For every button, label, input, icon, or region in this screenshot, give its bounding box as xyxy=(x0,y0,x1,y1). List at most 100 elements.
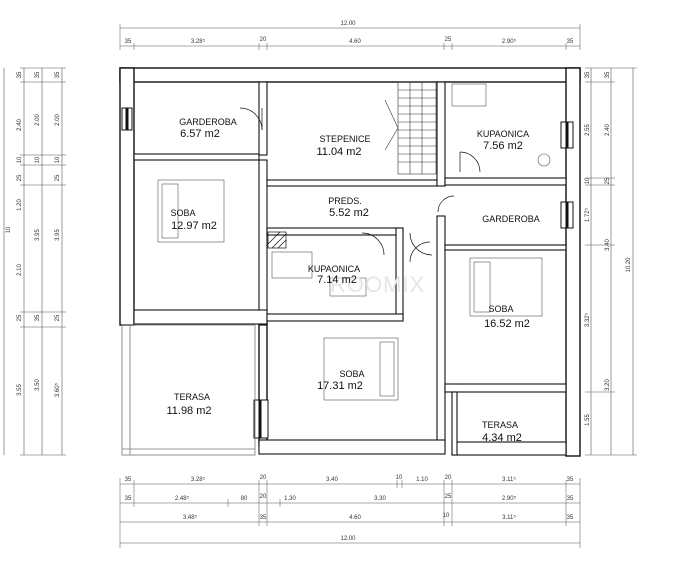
dim: 2.90⁵ xyxy=(502,495,517,502)
room-area-soba-right: 16.52 m2 xyxy=(484,318,530,330)
dim: 25 xyxy=(17,174,23,181)
dim: 4.60 xyxy=(349,515,361,521)
beds xyxy=(157,179,543,401)
watermark-text: ROOMIX xyxy=(330,272,425,297)
dim: 1.10 xyxy=(416,477,428,483)
dim: 10 xyxy=(35,156,41,163)
interior-walls xyxy=(133,81,567,456)
room-name-garderoba-right: GARDEROBA xyxy=(482,214,540,224)
dim: 2.40 xyxy=(17,119,23,131)
room-area-garderoba-top: 6.57 m2 xyxy=(180,128,220,140)
dim: 3.55 xyxy=(17,384,23,396)
room-area-soba-center: 17.31 m2 xyxy=(317,380,363,392)
dim: 35 xyxy=(605,71,611,78)
dim: 35 xyxy=(125,496,132,502)
dim: 35 xyxy=(567,39,574,45)
dim: 25 xyxy=(17,314,23,321)
dim: 25 xyxy=(445,37,452,43)
dim: 35 xyxy=(567,477,574,483)
room-name-soba-right: SOBA xyxy=(488,304,513,314)
dim: 4.60 xyxy=(349,39,361,45)
dim: 35 xyxy=(567,515,574,521)
dim: 2.10 xyxy=(17,264,23,276)
dim: 3.28⁵ xyxy=(191,476,206,483)
right-inner-dims: 35 2.55 10 1.72⁵ 3.32⁵ 1.55 xyxy=(584,71,591,426)
dim: 2.90⁵ xyxy=(502,38,517,45)
room-labels: GARDEROBA 6.57 m2 STEPENICE 11.04 m2 KUP… xyxy=(166,117,539,444)
dim: 2.48⁵ xyxy=(175,495,190,502)
dim: 20 xyxy=(260,37,267,43)
bottom-total-dim: 12.00 xyxy=(340,536,356,542)
dim: 3.95 xyxy=(35,229,41,241)
dim: 3.50 xyxy=(35,379,41,391)
dim: 3.60⁵ xyxy=(54,382,61,397)
doors xyxy=(239,107,481,263)
dim: 1.55 xyxy=(585,414,591,426)
room-area-stepenice: 11.04 m2 xyxy=(316,146,361,158)
dim: 3.32⁵ xyxy=(584,312,591,327)
dim: 2.00 xyxy=(35,114,41,126)
windows xyxy=(121,107,574,439)
bottom-row2-dims: 35 2.48⁵ 80 20 1.30 3.30 25 2.90⁵ 35 xyxy=(125,494,574,502)
bottom-row1-dims: 35 3.28⁵ 20 3.40 10 1.10 20 3.11⁵ 35 xyxy=(125,475,574,483)
right-mid-dims: 35 2.40 25 3.40 3.20 xyxy=(605,71,611,391)
left-inner-dims: 35 2.00 10 25 3.95 25 3.60⁵ xyxy=(54,71,61,397)
dim: 35 xyxy=(125,39,132,45)
bottom-dimensions xyxy=(119,478,581,548)
dim: 20 xyxy=(445,475,452,481)
dim: 20 xyxy=(260,475,267,481)
dim: 35 xyxy=(567,496,574,502)
room-area-terasa-right: 4.34 m2 xyxy=(482,432,522,444)
top-total-dim: 12.00 xyxy=(340,21,356,27)
left-dimensions xyxy=(3,67,66,456)
dim: 10 xyxy=(396,475,403,481)
dim: 3.95 xyxy=(55,229,61,241)
dim: 3.28⁵ xyxy=(191,38,206,45)
right-dimensions xyxy=(585,67,637,456)
dim: 10 xyxy=(17,156,23,163)
dim: 25 xyxy=(55,314,61,321)
dim: 3.20 xyxy=(605,379,611,391)
dim: 35 xyxy=(125,477,132,483)
room-name-soba-left: SOBA xyxy=(170,208,195,218)
dim: 25 xyxy=(605,177,611,184)
dim: 3.40 xyxy=(326,477,338,483)
top-dimensions xyxy=(119,24,581,50)
dim: 35 xyxy=(585,71,591,78)
room-area-kupaonica-top: 7.56 m2 xyxy=(483,140,523,152)
room-name-garderoba-top: GARDEROBA xyxy=(179,117,237,127)
terrace-left-outline xyxy=(121,324,256,456)
dim: 3.48⁵ xyxy=(183,514,198,521)
dim: 10 xyxy=(55,156,61,163)
dim: 1.30 xyxy=(284,496,296,502)
dim: 35 xyxy=(55,71,61,78)
dim: 35 xyxy=(35,71,41,78)
bottom-row3-dims: 3.48⁵ 35 4.60 10 3.11⁵ 35 xyxy=(183,513,574,521)
dim: 3.11⁵ xyxy=(502,514,516,521)
exterior-walls xyxy=(119,67,581,457)
room-name-terasa-left: TERASA xyxy=(174,392,210,402)
room-name-preds: PREDS. xyxy=(328,196,362,206)
dim: 1.72⁵ xyxy=(584,207,591,222)
dim: 3.11⁵ xyxy=(502,476,516,483)
dim: 2.00 xyxy=(55,114,61,126)
room-area-soba-left: 12.97 m2 xyxy=(171,220,217,232)
left-mid-dims: 35 2.00 10 3.95 35 3.50 xyxy=(35,71,41,391)
left-total-dim: 10 xyxy=(6,226,12,233)
dim: 2.55 xyxy=(585,124,591,136)
dim: 35 xyxy=(35,314,41,321)
dim: 10 xyxy=(585,177,591,184)
dim: 3.30 xyxy=(374,496,386,502)
room-name-stepenice: STEPENICE xyxy=(319,134,370,144)
right-total-dim: 10.20 xyxy=(626,257,632,273)
room-name-soba-center: SOBA xyxy=(339,369,364,379)
room-area-terasa-left: 11.98 m2 xyxy=(166,405,211,417)
dim: 2.40 xyxy=(605,124,611,136)
dim: 10 xyxy=(443,513,450,519)
room-name-kupaonica-top: KUPAONICA xyxy=(477,129,529,139)
room-area-preds: 5.52 m2 xyxy=(329,207,369,219)
dim: 25 xyxy=(445,494,452,500)
bathroom-fixtures xyxy=(271,83,551,297)
dim: 3.40 xyxy=(605,239,611,251)
